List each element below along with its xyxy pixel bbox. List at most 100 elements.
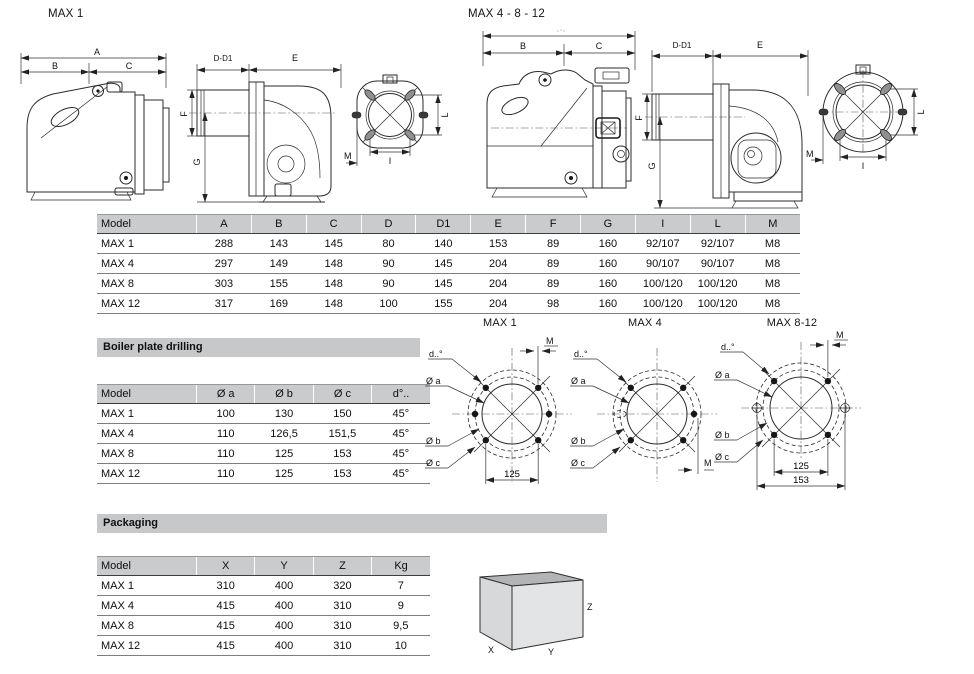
model-cell: MAX 4 [97, 253, 197, 274]
column-header: Ø b [254, 384, 314, 404]
value-cell: 100/120 [690, 293, 746, 314]
value-cell: 125 [254, 463, 314, 484]
dim-label-a: A [94, 47, 100, 57]
value-cell: 90 [361, 253, 416, 274]
value-cell: 145 [415, 253, 471, 274]
value-cell: 110 [196, 423, 255, 444]
value-cell: M8 [745, 273, 800, 294]
drilling-title-max4: MAX 4 [627, 317, 662, 329]
dim-label-c: C [596, 41, 603, 51]
value-cell: 89 [525, 233, 581, 254]
value-cell: 415 [196, 635, 255, 656]
value-cell: 155 [415, 293, 471, 314]
model-cell: MAX 8 [97, 443, 197, 464]
packaging-heading: Packaging [97, 514, 607, 533]
value-cell: 148 [306, 293, 362, 314]
value-cell: 317 [196, 293, 252, 314]
drilling-diagram-max1: d..° Ø a Ø b Ø c M 125 [425, 336, 572, 484]
diameter-b-label: Ø b [426, 436, 441, 446]
drilling-max4-labels: d..° Ø a Ø b Ø c M [570, 349, 714, 474]
value-cell: 100/120 [690, 273, 746, 294]
value-cell: 400 [254, 615, 314, 636]
box-x-label: X [488, 645, 494, 655]
dim-label-f: F [634, 115, 644, 121]
model-cell: MAX 1 [97, 233, 197, 254]
value-cell: 92/107 [635, 233, 691, 254]
dim-label-m: M [344, 151, 352, 161]
dim-label-dd1: D-D1 [673, 41, 692, 50]
column-header: G [580, 214, 636, 234]
dim-label-g: G [647, 162, 657, 169]
max1-drawing-title: MAX 1 [48, 8, 84, 20]
value-cell: 9,5 [371, 615, 430, 636]
dim-label-f: F [179, 111, 189, 117]
value-cell: 320 [313, 575, 372, 596]
value-cell: 98 [525, 293, 581, 314]
value-cell: 110 [196, 443, 255, 464]
column-header: Model [97, 556, 197, 576]
max1-flange-view-drawing: L I M [344, 74, 450, 166]
value-cell: 400 [254, 635, 314, 656]
dim-label-m: M [806, 149, 814, 159]
value-cell: 204 [470, 273, 526, 294]
max4812-middle-view-drawing: D-D1 E F G [634, 40, 809, 209]
value-cell: 148 [306, 253, 362, 274]
max4812-flange-view-drawing: L I M [806, 64, 926, 171]
max4-flange-body [818, 64, 908, 154]
value-cell: 310 [196, 575, 255, 596]
value-cell: 140 [415, 233, 471, 254]
column-header: Ø a [195, 384, 255, 404]
d-angle-label: d..° [574, 349, 588, 359]
value-cell: 204 [470, 253, 526, 274]
value-cell: 45° [371, 423, 430, 444]
drilling-max4-geometry [597, 348, 717, 482]
boiler-plate-drilling-heading: Boiler plate drilling [97, 338, 420, 357]
diameter-c-label: Ø c [426, 458, 441, 468]
max4-mid-body [645, 83, 803, 209]
column-header: Model [97, 384, 197, 404]
value-cell: 90/107 [690, 253, 746, 274]
value-cell: 45° [371, 403, 430, 424]
value-cell: 297 [196, 253, 252, 274]
dim-label-i: I [862, 161, 865, 171]
column-header: Z [312, 556, 372, 576]
diameter-a-label: Ø a [715, 370, 730, 380]
d-angle-label: d..° [429, 349, 443, 359]
value-cell: 400 [254, 575, 314, 596]
value-cell: 149 [251, 253, 307, 274]
drilling-diagram-max8-12: d..° Ø a Ø b Ø c M 125 153 [714, 330, 861, 490]
column-header: M [744, 214, 800, 234]
model-cell: MAX 12 [97, 635, 197, 656]
dim-label-e: E [757, 40, 763, 50]
value-cell: 110 [196, 463, 255, 484]
column-header: d°.. [371, 384, 430, 404]
dim-label-dd1: D-D1 [214, 54, 233, 63]
max1-side-dimensions: A B C [20, 47, 167, 88]
dim-125-label: 125 [793, 461, 809, 472]
value-cell: 89 [525, 273, 581, 294]
max1-flange-body [351, 74, 429, 149]
max1-mid-dimensions: D-D1 E F G [179, 53, 342, 203]
dim-label-b: B [52, 61, 58, 71]
max4-side-dimensions: B C [482, 29, 636, 70]
packaging-box-drawing: X Y Z [479, 571, 593, 657]
value-cell: 90/107 [635, 253, 691, 274]
diameter-a-label: Ø a [571, 376, 586, 386]
m-label: M [546, 336, 554, 346]
diameter-c-label: Ø c [571, 458, 586, 468]
drilling-max812-labels: d..° Ø a Ø b Ø c M 125 153 [714, 330, 848, 490]
dim-153-label: 153 [793, 475, 809, 486]
